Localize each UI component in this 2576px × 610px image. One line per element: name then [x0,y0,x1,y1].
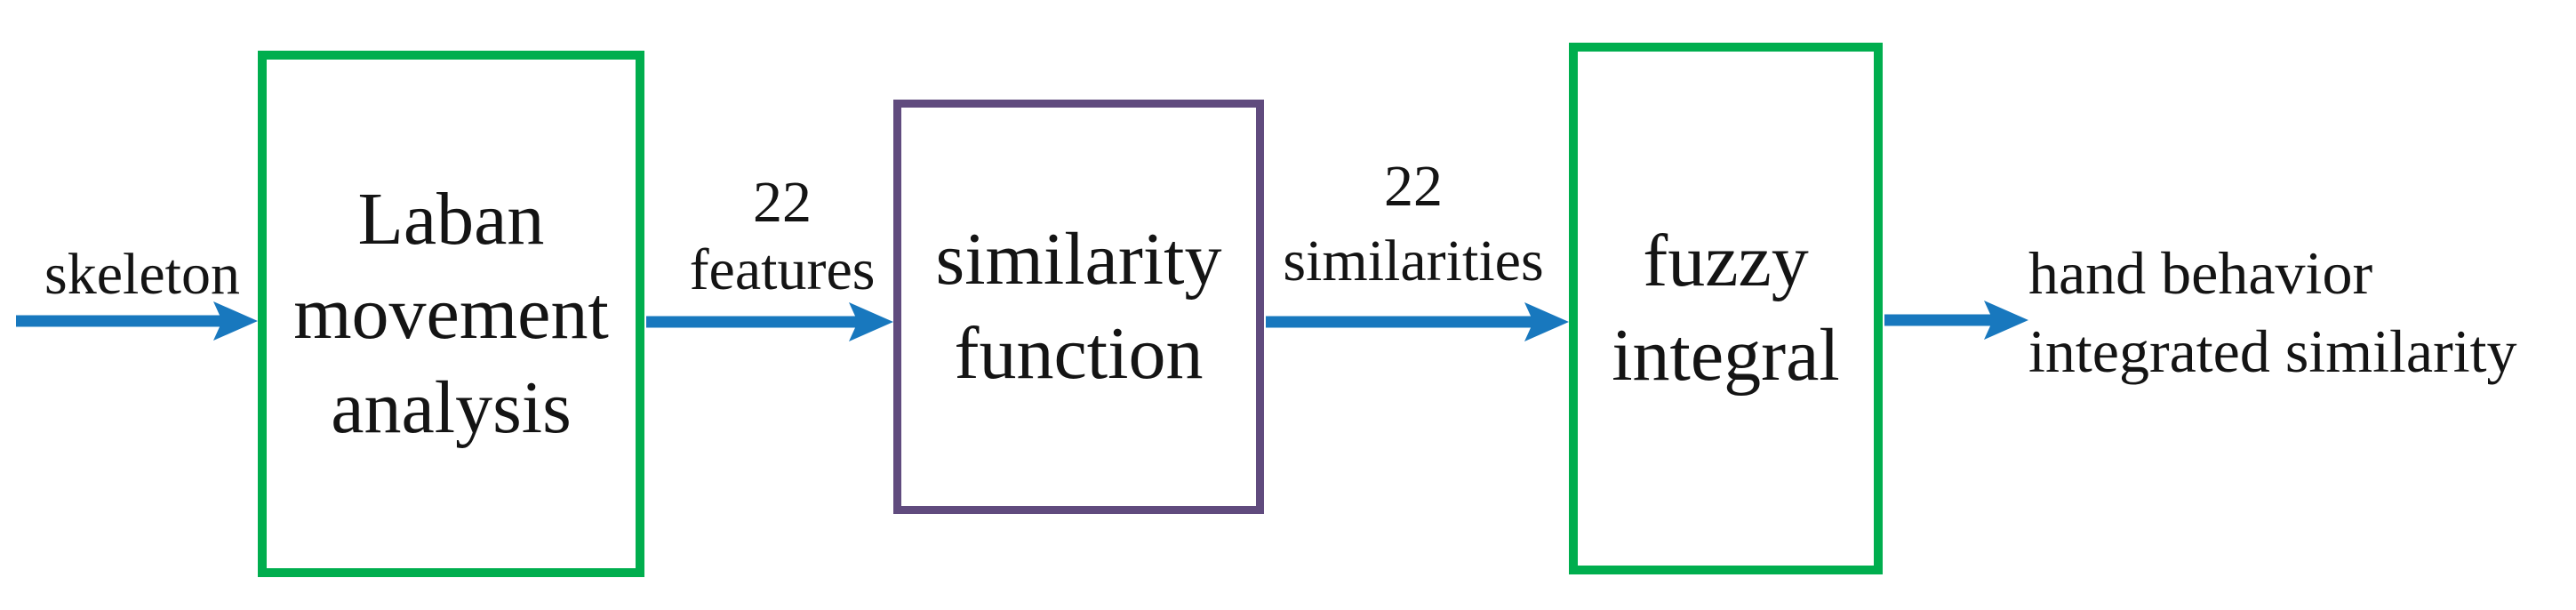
node-label-line: similarity [935,218,1222,301]
node-label-line: fuzzy [1643,220,1809,302]
node-label: Laban movement analysis [293,173,609,455]
node-laban-movement-analysis: Laban movement analysis [258,51,644,577]
arrow-shaft [1266,316,1535,328]
arrow-output [1884,301,2028,340]
output-label-hand-behavior-integrated-similarity: hand behavior integrated similarity [2028,234,2576,390]
arrow-features [646,302,893,341]
output-label-text: integrated similarity [2028,317,2517,385]
arrow-skeleton-input [16,301,258,341]
edge-label-text: 22 [1384,154,1443,219]
edge-label-text: features [689,237,876,302]
node-label-line: movement [293,272,609,355]
edge-label-text: skeleton [44,242,240,307]
node-label-line: integral [1612,314,1840,397]
arrow-similarities [1266,302,1569,341]
node-label-line: function [954,312,1204,395]
node-label-line: Laban [357,178,545,261]
edge-label-skeleton: skeleton [13,243,271,307]
output-label-text: hand behavior [2028,239,2373,307]
edge-label-22-features: 22 features [671,169,893,304]
edge-label-text: 22 [753,170,812,235]
node-label: similarity function [936,213,1222,401]
edge-label-22-similarities: 22 similarities [1280,149,1547,299]
edge-label-text: similarities [1283,229,1544,293]
node-label: fuzzy integral [1612,214,1840,403]
arrow-shaft [16,315,224,327]
arrow-shaft [1884,314,1995,326]
node-fuzzy-integral: fuzzy integral [1569,43,1883,574]
node-similarity-function: similarity function [893,100,1264,514]
arrow-shaft [646,316,860,328]
node-label-line: analysis [331,366,572,449]
